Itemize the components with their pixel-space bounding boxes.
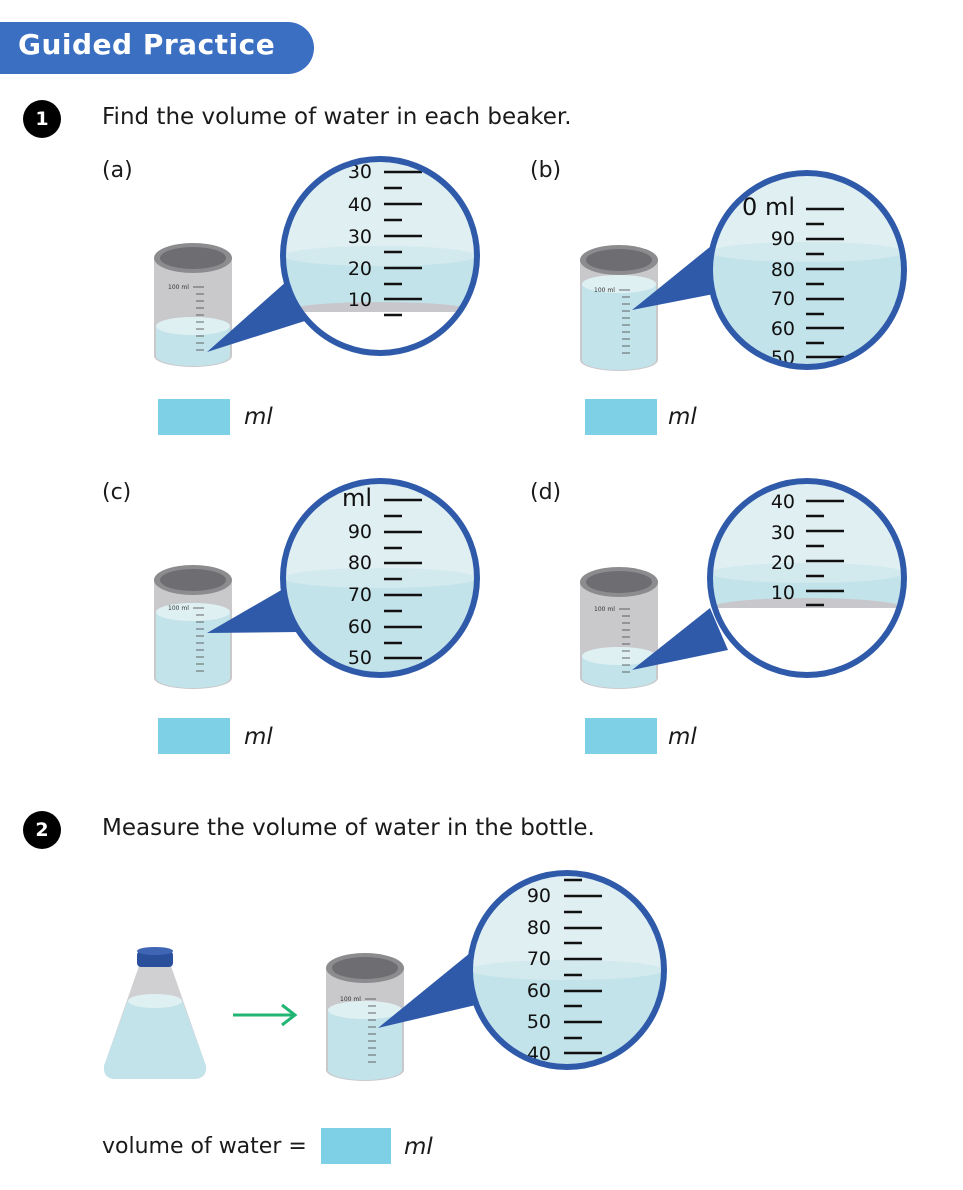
magnifier-pointer-b (632, 242, 724, 310)
zoom-tick-a-1: 40 (348, 194, 372, 216)
beaker-d-label: 100 ml (594, 606, 615, 613)
answer-box-q2[interactable] (321, 1128, 391, 1164)
zoom-tick-a-4: 10 (348, 289, 372, 311)
zoom-tick-b-4: 60 (771, 318, 795, 340)
answer-box-c[interactable] (158, 718, 230, 754)
beaker-q2-label: 100 ml (340, 996, 361, 1003)
zoom-tick-c-1: 90 (348, 521, 372, 543)
part-label-d: (d) (530, 480, 562, 505)
question-2-text: Measure the volume of water in the bottl… (102, 815, 595, 841)
zoom-tick-q2-1: 80 (527, 917, 551, 939)
zoom-tick-q2-4: 50 (527, 1011, 551, 1033)
section-title: Guided Practice (18, 28, 276, 61)
zoom-tick-c-5: 50 (348, 647, 372, 669)
magnifier-ring-b (707, 170, 907, 370)
zoom-tick-q2-3: 60 (527, 980, 551, 1002)
zoom-tick-a-0: 30 (348, 161, 372, 183)
unit-label-q2: ml (404, 1134, 433, 1160)
zoom-tick-b-0: 0 ml (742, 193, 795, 221)
zoom-tick-b-1: 90 (771, 228, 795, 250)
zoom-tick-q2-2: 70 (527, 948, 551, 970)
question-1-text: Find the volume of water in each beaker. (102, 104, 572, 130)
zoom-tick-d-2: 20 (771, 552, 795, 574)
answer-box-d[interactable] (585, 718, 657, 754)
unit-label-c: ml (244, 724, 273, 750)
zoom-tick-b-3: 70 (771, 288, 795, 310)
part-label-b: (b) (530, 158, 562, 183)
zoom-tick-a-3: 20 (348, 258, 372, 280)
beaker-b-label: 100 ml (594, 287, 615, 294)
beaker-c: 100 ml (154, 565, 232, 689)
beaker-d: 100 ml (580, 567, 658, 689)
magnifier-pointer-d (632, 608, 728, 670)
part-label-c: (c) (102, 480, 132, 505)
magnifier-ring-d (707, 478, 907, 678)
question-number-2: 2 (23, 811, 61, 849)
magnifier-pointer-q2 (378, 953, 480, 1028)
unit-label-a: ml (244, 404, 273, 430)
answer-label-q2: volume of water = (102, 1134, 307, 1159)
answer-box-b[interactable] (585, 399, 657, 435)
zoom-tick-c-3: 70 (348, 584, 372, 606)
magnifier-ring-c (280, 478, 480, 678)
beaker-c-label: 100 ml (168, 605, 189, 612)
unit-label-d: ml (668, 724, 697, 750)
zoom-tick-q2-0: 90 (527, 885, 551, 907)
part-label-a: (a) (102, 158, 133, 183)
magnifier-ring-a (280, 156, 480, 356)
zoom-tick-d-0: 40 (771, 491, 795, 513)
section-banner (0, 22, 314, 74)
magnifier-pointer-c (207, 585, 300, 633)
beaker-q2: 100 ml (326, 953, 404, 1081)
zoom-tick-c-4: 60 (348, 616, 372, 638)
magnifier-ring-q2 (467, 870, 667, 1070)
beaker-a-label: 100 ml (168, 284, 189, 291)
zoom-tick-d-3: 10 (771, 582, 795, 604)
beaker-a: 100 ml (154, 243, 232, 367)
bottle-cap (137, 951, 173, 967)
beaker-b: 100 ml (580, 245, 658, 371)
magnifier-c: ml 90 80 70 60 50 (283, 481, 477, 675)
zoom-tick-a-2: 30 (348, 226, 372, 248)
bottle (103, 947, 207, 1079)
right-arrow-icon (233, 1003, 298, 1027)
unit-label-b: ml (668, 404, 697, 430)
magnifier-pointer-a (207, 273, 308, 352)
magnifier-a: 30 40 30 20 10 (283, 159, 477, 353)
zoom-tick-d-1: 30 (771, 522, 795, 544)
question-number-1: 1 (23, 100, 61, 138)
zoom-tick-b-2: 80 (771, 259, 795, 281)
zoom-tick-c-2: 80 (348, 552, 372, 574)
answer-box-a[interactable] (158, 399, 230, 435)
